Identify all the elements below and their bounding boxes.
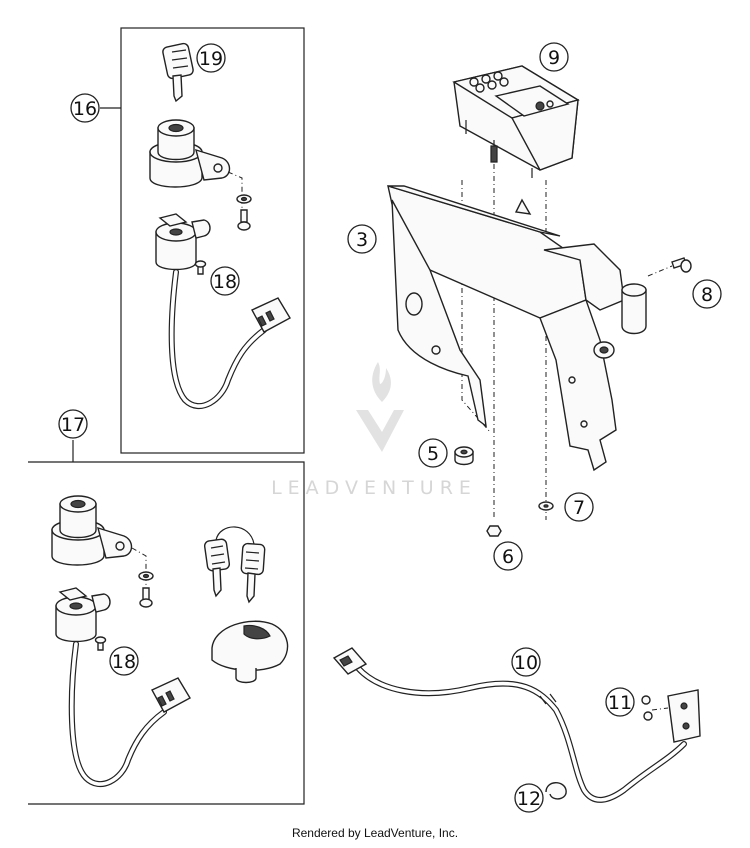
nut-6 (486, 525, 502, 537)
key-19 (162, 42, 194, 103)
grommet-5 (454, 446, 474, 466)
callout-12: 12 (514, 783, 544, 813)
callout-17: 17 (58, 409, 88, 439)
callout-10: 10 (511, 647, 541, 677)
dash-16-a (227, 171, 243, 222)
dash-11 (651, 707, 669, 711)
kit-17-frame (28, 461, 305, 805)
svg-text:8: 8 (701, 284, 713, 306)
bolt-16 (237, 209, 251, 231)
switch-16 (155, 213, 211, 271)
callout-6: 6 (493, 541, 523, 571)
svg-text:18: 18 (112, 651, 136, 673)
svg-text:16: 16 (73, 98, 97, 120)
svg-text:9: 9 (548, 47, 560, 69)
callout-16: 16 (70, 93, 100, 123)
callout-18-b: 18 (109, 646, 139, 676)
bolt-8 (671, 257, 692, 273)
svg-text:12: 12 (517, 788, 541, 810)
callout-9: 9 (539, 42, 569, 72)
footer-credit: Rendered by LeadVenture, Inc. (291, 826, 459, 840)
washer-16 (236, 194, 252, 204)
speedometer-9 (452, 65, 580, 178)
callout-8: 8 (692, 279, 722, 309)
callout-19: 19 (196, 43, 226, 73)
bracket-3 (387, 184, 647, 472)
washer-17 (138, 571, 154, 581)
dash-8 (647, 265, 673, 277)
lock-cover-17 (211, 620, 289, 684)
svg-text:11: 11 (608, 692, 632, 714)
screw-11-a (641, 695, 651, 705)
watermark-logo-icon (356, 410, 404, 452)
watermark-text: LEADVENTURE (271, 477, 477, 499)
callout-7: 7 (564, 492, 594, 522)
svg-text:7: 7 (573, 497, 585, 519)
kit-16-frame (120, 27, 305, 454)
svg-text:17: 17 (61, 414, 85, 436)
dash-17-a (131, 547, 147, 600)
washer-7 (538, 501, 554, 511)
switch-17 (55, 587, 111, 643)
watermark: LEADVENTURE (271, 362, 477, 499)
sensor-10 (667, 689, 701, 743)
sensor-connector-10 (332, 647, 368, 675)
callout-18-a: 18 (210, 266, 240, 296)
callout-5: 5 (418, 438, 448, 468)
ignition-lock-17 (51, 495, 133, 566)
svg-text:3: 3 (356, 229, 368, 251)
bolt-17 (139, 587, 153, 608)
connector-17 (151, 677, 191, 713)
svg-text:10: 10 (514, 652, 538, 674)
svg-text:18: 18 (213, 271, 237, 293)
svg-text:19: 19 (199, 48, 223, 70)
watermark-flame-icon (372, 362, 391, 402)
callout-11: 11 (605, 687, 635, 717)
key-pair-17 (203, 526, 266, 604)
svg-text:5: 5 (427, 443, 439, 465)
callout-3: 3 (347, 224, 377, 254)
cable-clip-10 (539, 693, 557, 705)
svg-text:6: 6 (502, 546, 514, 568)
screw-11-b (643, 711, 653, 721)
connector-16 (251, 297, 291, 333)
screw-18-b (94, 636, 107, 651)
clip-12 (545, 782, 567, 800)
screw-18-a (194, 260, 207, 275)
ignition-lock-16 (149, 119, 231, 188)
